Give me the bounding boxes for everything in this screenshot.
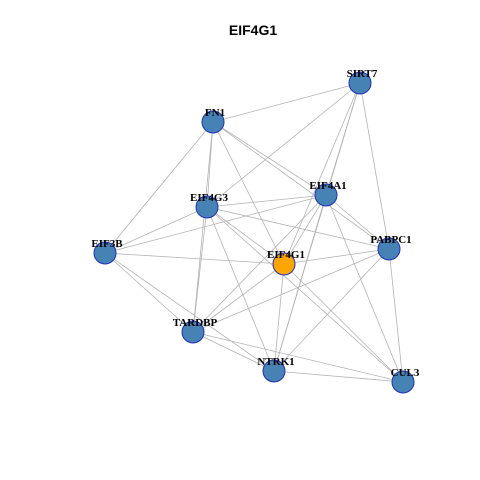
edge-eif4g1-ntrk1 <box>273 263 285 372</box>
edge-eif3b-ntrk1 <box>104 252 275 372</box>
edge-eif4g3-pabpc1 <box>206 206 390 250</box>
edge-eif4a1-cul3 <box>325 194 404 383</box>
edge-fn1-eif3b <box>104 121 214 254</box>
node-cul3 <box>391 370 415 394</box>
node-label-tardbp: TARDBP <box>173 317 218 329</box>
node-eif4g1 <box>272 252 296 276</box>
edge-pabpc1-cul3 <box>388 248 404 383</box>
edge-eif4g3-eif4g1 <box>206 206 285 265</box>
edge-eif4g1-cul3 <box>283 263 404 383</box>
node-pabpc1 <box>377 237 401 261</box>
node-ntrk1 <box>262 359 286 383</box>
node-label-fn1: FN1 <box>205 107 225 119</box>
edge-tardbp-cul3 <box>192 331 404 383</box>
edge-sirt7-fn1 <box>212 82 361 123</box>
edge-eif4g3-ntrk1 <box>206 206 275 372</box>
edge-eif4a1-ntrk1 <box>273 194 327 372</box>
edge-ntrk1-cul3 <box>273 370 404 383</box>
graph-title: EIF4G1 <box>229 22 277 38</box>
edge-eif4g3-eif3b <box>104 206 208 254</box>
node-label-sirt7: SIRT7 <box>347 68 378 80</box>
edge-sirt7-eif4g1 <box>283 82 361 265</box>
edge-pabpc1-ntrk1 <box>273 248 390 372</box>
edge-eif4a1-eif3b <box>104 194 327 254</box>
node-label-eif4g1: EIF4G1 <box>267 249 305 261</box>
node-label-eif4g3: EIF4G3 <box>190 192 228 204</box>
edge-sirt7-eif4g3 <box>206 82 361 208</box>
edge-sirt7-pabpc1 <box>359 82 390 250</box>
edge-layer <box>104 82 404 383</box>
edge-eif3b-tardbp <box>104 252 194 333</box>
node-sirt7 <box>348 71 372 95</box>
node-label-cul3: CUL3 <box>391 367 420 379</box>
node-eif3b <box>93 241 117 265</box>
edge-eif4g1-tardbp <box>192 263 285 333</box>
edge-fn1-eif4g1 <box>212 121 285 265</box>
edge-fn1-eif4a1 <box>212 121 327 196</box>
node-label-pabpc1: PABPC1 <box>370 234 411 246</box>
edge-eif3b-eif4g1 <box>104 252 285 265</box>
node-layer <box>93 71 415 394</box>
node-eif4g3 <box>195 195 219 219</box>
node-fn1 <box>201 110 225 134</box>
node-label-eif4a1: EIF4A1 <box>309 180 346 192</box>
node-tardbp <box>181 320 205 344</box>
node-eif4a1 <box>314 183 338 207</box>
edge-tardbp-ntrk1 <box>192 331 275 372</box>
edge-eif4a1-tardbp <box>192 194 327 333</box>
edge-fn1-pabpc1 <box>212 121 390 250</box>
edge-pabpc1-eif4g1 <box>283 248 390 265</box>
edge-eif4g3-tardbp <box>192 206 208 333</box>
edge-eif4g3-cul3 <box>206 206 404 383</box>
node-label-eif3b: EIF3B <box>91 238 123 250</box>
edge-eif4a1-eif4g3 <box>206 194 327 208</box>
edge-pabpc1-tardbp <box>192 248 390 333</box>
node-label-ntrk1: NTRK1 <box>257 356 294 368</box>
edge-eif4a1-pabpc1 <box>325 194 390 250</box>
